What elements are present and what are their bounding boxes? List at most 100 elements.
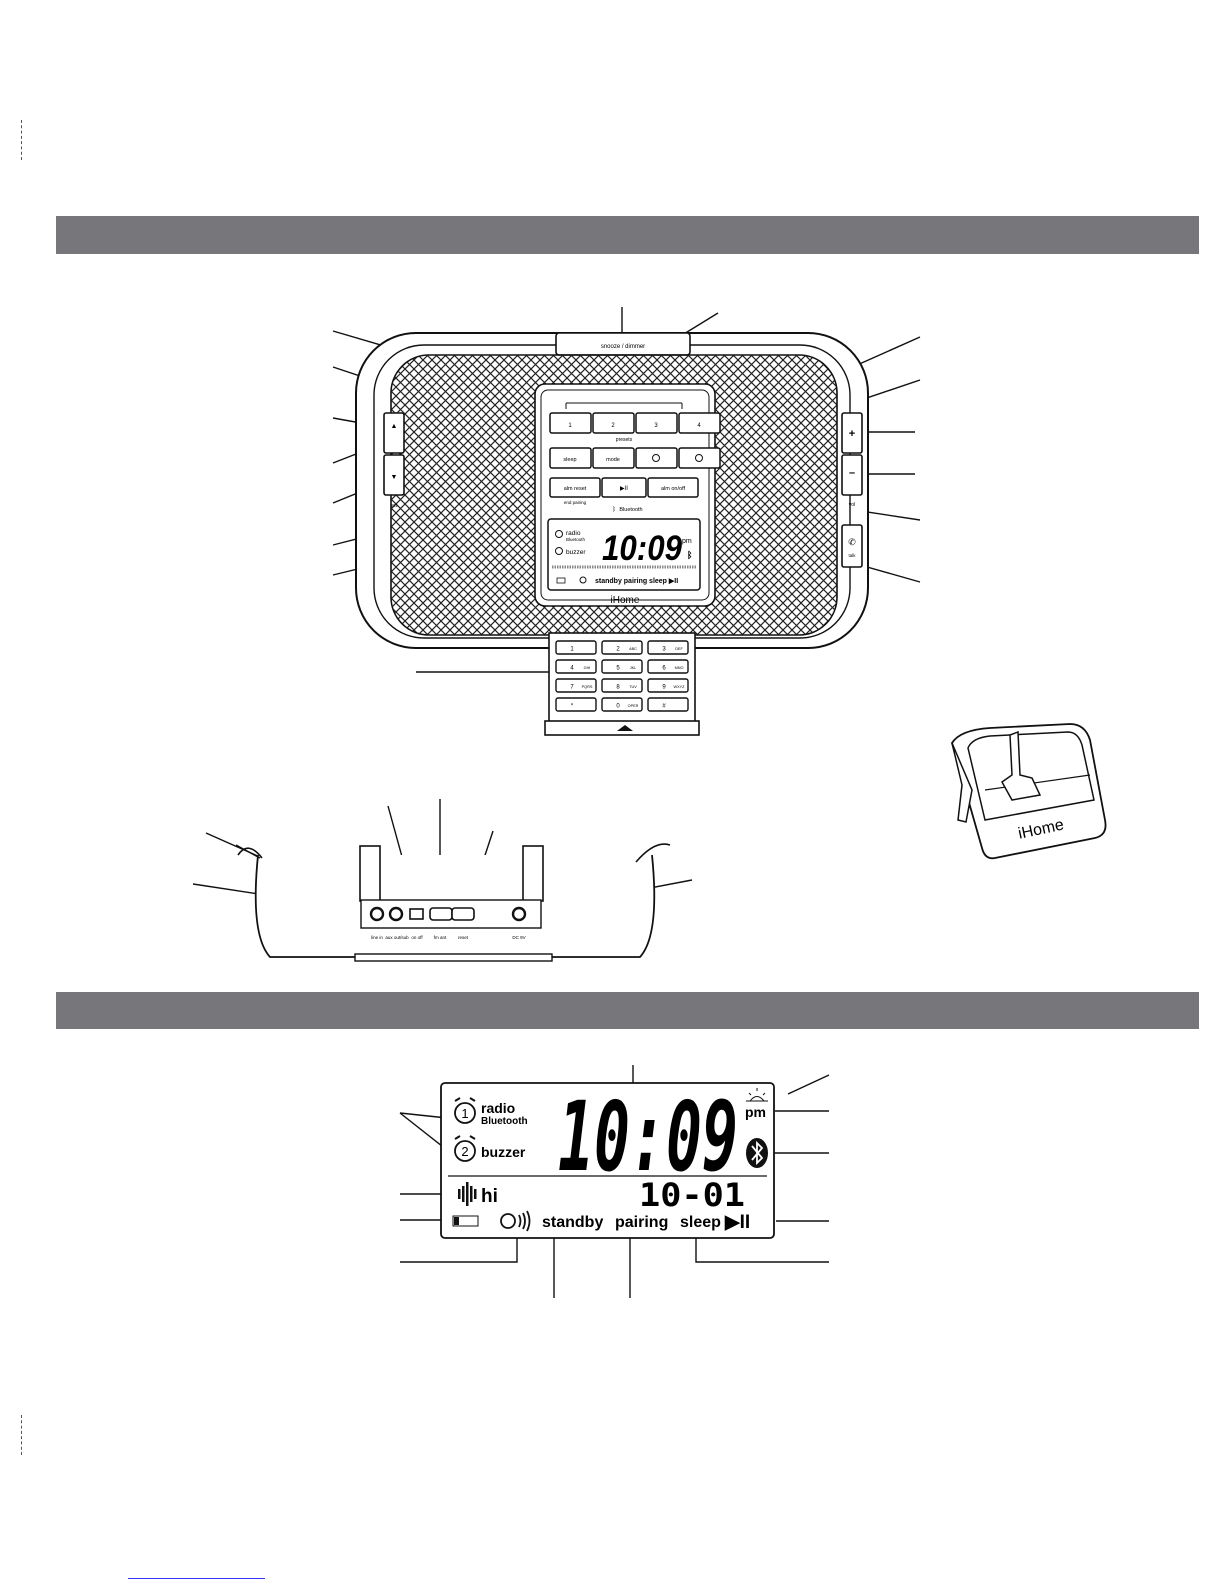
lcd-callout-lines <box>399 1065 830 1298</box>
stand-kickstand <box>951 742 973 823</box>
keypad-key-number: 9 <box>662 685 666 691</box>
device-front-view: snooze / dimmer ▲ ▼ set + – vol ✆ talk 1… <box>332 307 921 736</box>
mini-lcd-bluetooth: Bluetooth <box>566 537 586 542</box>
lcd-date: 10-01 <box>639 1176 745 1214</box>
alarm1-button[interactable] <box>635 447 678 469</box>
keypad-key[interactable] <box>647 678 689 693</box>
volume-down-button[interactable] <box>841 454 863 496</box>
keypad-key[interactable] <box>647 697 689 712</box>
keypad-key-letters: JKL <box>630 666 637 670</box>
keypad-key[interactable] <box>601 640 643 655</box>
crop-mark-bottom <box>21 1415 22 1455</box>
alarm-reset-button[interactable] <box>549 477 601 498</box>
preset-button-4[interactable] <box>678 412 721 434</box>
volume-up-button[interactable] <box>841 412 863 454</box>
keypad-key[interactable] <box>555 640 597 655</box>
back-post-right <box>522 845 544 902</box>
talk-button[interactable] <box>841 524 863 568</box>
keypad-key-number: 5 <box>616 666 620 672</box>
aux-out-jack[interactable] <box>388 906 404 922</box>
section-header-bar-top <box>56 216 1199 254</box>
alarm1-indicator: 1 <box>454 1097 476 1124</box>
phone-icon: ✆ <box>848 537 856 547</box>
preset-button-1[interactable] <box>549 412 592 434</box>
sleep-button-label: sleep <box>563 457 576 463</box>
front-brand-logo: iHome <box>611 595 640 606</box>
mode-button[interactable] <box>592 447 635 469</box>
alarm-clock-1-icon <box>454 1102 476 1124</box>
mini-lcd-buzzer: buzzer <box>566 549 586 556</box>
play-pause-button[interactable] <box>601 477 647 498</box>
mini-lcd-pm-text: pm <box>682 538 692 545</box>
signal-level-text: hi <box>481 1186 498 1207</box>
keypad-key[interactable] <box>601 678 643 693</box>
mini-battery-icon <box>556 577 566 584</box>
drawer-pull-icon <box>617 725 633 731</box>
keypad-key-letters: GHI <box>584 666 591 670</box>
alarm1-number: 1 <box>461 1106 468 1121</box>
sleep-indicator: sleep <box>680 1214 721 1231</box>
keypad-key-number: 7 <box>570 685 574 691</box>
up-arrow-icon: ▲ <box>391 423 398 430</box>
keypad-key[interactable] <box>555 678 597 693</box>
keypad-key-number: # <box>662 704 666 710</box>
keypad-key-number: 0 <box>616 704 620 710</box>
sleep-button[interactable] <box>549 447 592 469</box>
keypad-key-letters: MNO <box>675 666 684 670</box>
keypad-key[interactable] <box>601 697 643 712</box>
section-header-bar-lcd <box>56 992 1199 1029</box>
crop-mark-top <box>21 120 22 160</box>
reset-port[interactable] <box>451 907 475 921</box>
bluetooth-icon <box>746 1138 768 1168</box>
keypad-key-letters: TUV <box>629 685 637 689</box>
keypad-key-letters: PQRS <box>582 685 593 689</box>
mode-button-label: mode <box>606 457 620 463</box>
keypad-key[interactable] <box>647 659 689 674</box>
line-in-jack[interactable] <box>369 906 385 922</box>
port-label-reset: reset <box>458 935 469 940</box>
keypad-key-number: 2 <box>616 647 620 653</box>
keypad-key[interactable] <box>601 659 643 674</box>
alarm-clock-2-icon <box>695 454 703 462</box>
side-up-button[interactable] <box>383 412 405 454</box>
lcd-time: 10:09 <box>558 1081 738 1193</box>
sun-alarm-icon <box>746 1088 768 1102</box>
mini-signal-icon <box>579 576 587 584</box>
alarm-on-off-button[interactable] <box>647 477 699 498</box>
battery-icon <box>452 1215 479 1227</box>
play-pause-label: ▶II <box>620 486 628 492</box>
keypad-key-number: 6 <box>662 666 666 672</box>
dc-in-jack[interactable] <box>511 906 527 922</box>
mini-alarm-2-icon <box>555 547 563 555</box>
footer-line <box>128 1578 265 1579</box>
keypad-key-letters: OPER <box>628 704 639 708</box>
power-switch[interactable] <box>409 908 424 920</box>
mini-lcd-status: standby pairing sleep ▶II <box>595 578 678 585</box>
keypad-key[interactable] <box>647 640 689 655</box>
preset-button-2[interactable] <box>592 412 635 434</box>
preset-button-3[interactable] <box>635 412 678 434</box>
fm-antenna-port[interactable] <box>429 907 453 921</box>
mini-lcd <box>547 518 701 591</box>
keypad-key-letters: ABC <box>629 647 637 651</box>
side-down-button[interactable] <box>383 454 405 496</box>
lcd-frame <box>440 1082 775 1239</box>
alarm2-button[interactable] <box>678 447 721 469</box>
alarm-on-off-label: alm on/off <box>661 486 686 492</box>
keypad-key-number: 3 <box>662 647 666 653</box>
side-right-label: vol <box>849 502 855 508</box>
pairing-indicator: pairing <box>615 1214 668 1231</box>
alarm-clock-1-icon <box>652 454 660 462</box>
keypad-key[interactable] <box>555 697 597 712</box>
lcd-detail-diagram: 1 radio Bluetooth 2 buzzer 10:09 pm hi 1… <box>399 1065 830 1298</box>
play-pause-indicator: ▶II <box>724 1212 750 1233</box>
keypad-key[interactable] <box>555 659 597 674</box>
keypad-key-number: 4 <box>570 666 574 672</box>
port-label-fm: fm ant <box>434 935 447 940</box>
talk-label: talk <box>848 553 856 558</box>
minus-icon: – <box>849 467 855 479</box>
stand-clip <box>1001 730 1042 801</box>
phone-stand-illustration: iHome <box>951 723 1107 860</box>
back-foot <box>354 953 553 962</box>
signal-strength-icon <box>458 1182 477 1206</box>
